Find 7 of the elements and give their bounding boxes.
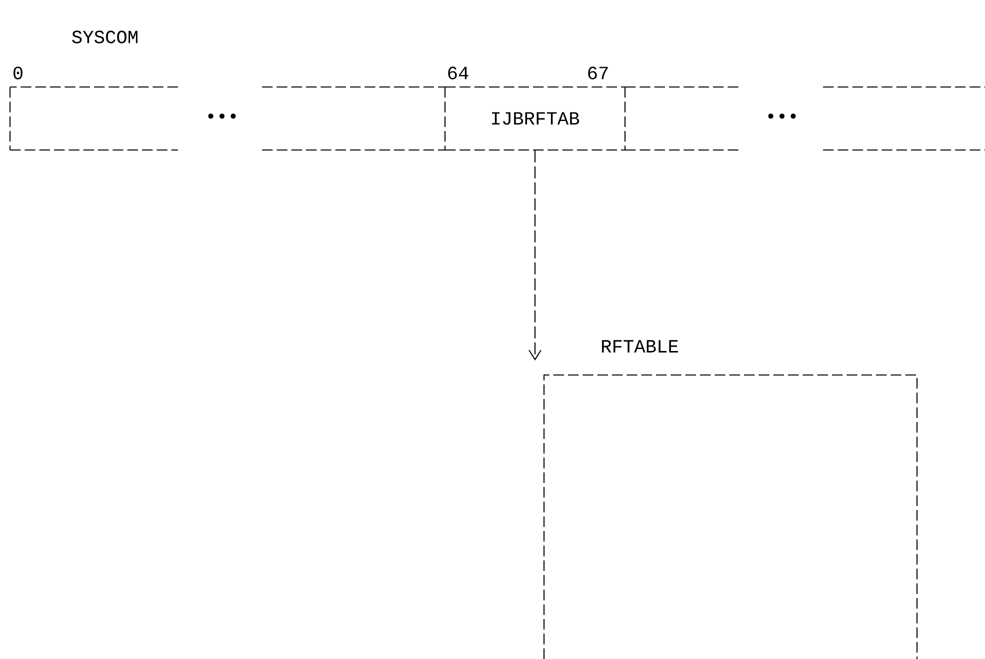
ellipsis-dots: ••• xyxy=(208,114,236,119)
table-box: RFTABLE xyxy=(543,340,918,659)
arrow xyxy=(528,150,542,360)
block-title: SYSCOM xyxy=(72,30,138,44)
memory-cell: IJBRFTAB xyxy=(444,86,626,151)
ellipsis-dots: ••• xyxy=(768,114,796,119)
offset-label: 0 xyxy=(14,66,22,80)
